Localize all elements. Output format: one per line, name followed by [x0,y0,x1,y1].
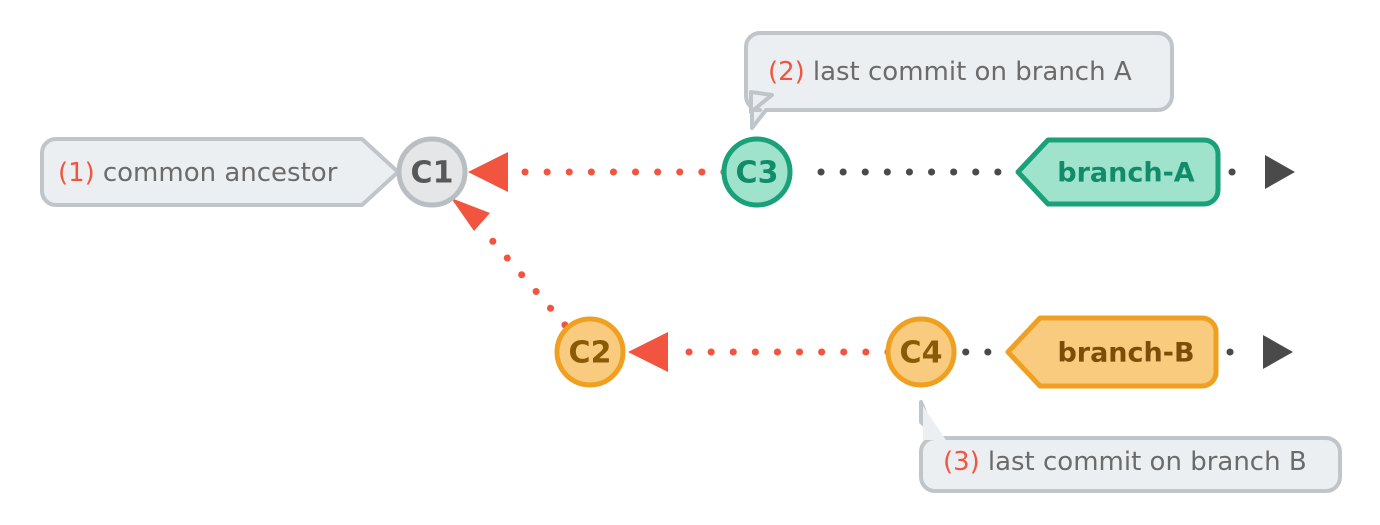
arrowhead-c2-to-c1 [451,198,490,231]
play-triangle-branch-b-icon [1263,335,1293,369]
c3-label: C3 [736,156,779,191]
callout-2-body: last commit on branch A [813,57,1132,87]
edge-c2-to-c1 [486,234,569,329]
branch-b-label: branch-B [1057,338,1194,369]
callout-2-tail [749,90,774,114]
c3-circle [721,136,793,208]
c4-label: C4 [900,336,943,371]
callout-last-commit-branch-a: (2) last commit on branch A [744,31,1174,130]
callout-2-text: (2) last commit on branch A [768,57,1132,87]
arrowhead-c4-to-c2 [628,332,668,372]
callout-3-number: (3) [943,447,980,477]
callout-common-ancestor: (1) common ancestor [40,137,400,207]
callout-1-text: (1) common ancestor [58,158,338,188]
c2-circle [554,316,626,388]
callout-last-commit-branch-b: (3) last commit on branch B [919,400,1342,493]
branch-a-shape [1015,137,1221,207]
callout-3-body: last commit on branch B [988,447,1307,477]
callout-1-bubble [40,137,400,207]
commit-node-c3[interactable]: C3 [721,136,793,208]
callout-1-body: common ancestor [103,158,338,188]
c1-circle [396,136,468,208]
branch-a-label: branch-A [1057,158,1195,189]
play-triangle-branch-a-icon [1265,155,1295,189]
c1-label: C1 [411,156,454,191]
callout-1-number: (1) [58,158,95,188]
c2-label: C2 [569,336,612,371]
c4-circle [885,316,957,388]
callout-3-bubble [919,400,1342,493]
branch-tag-a[interactable]: branch-A [1015,137,1221,207]
callout-2-bubble [744,31,1174,130]
branch-tag-b[interactable]: branch-B [1005,315,1219,389]
arrowhead-c3-to-c1 [468,152,508,192]
commit-node-c2[interactable]: C2 [554,316,626,388]
callout-2-number: (2) [768,57,805,87]
callout-3-text: (3) last commit on branch B [943,447,1307,477]
callout-3-tail-fill [923,406,946,440]
commit-node-c1[interactable]: C1 [396,136,468,208]
branch-b-shape [1005,315,1219,389]
commit-node-c4[interactable]: C4 [885,316,957,388]
